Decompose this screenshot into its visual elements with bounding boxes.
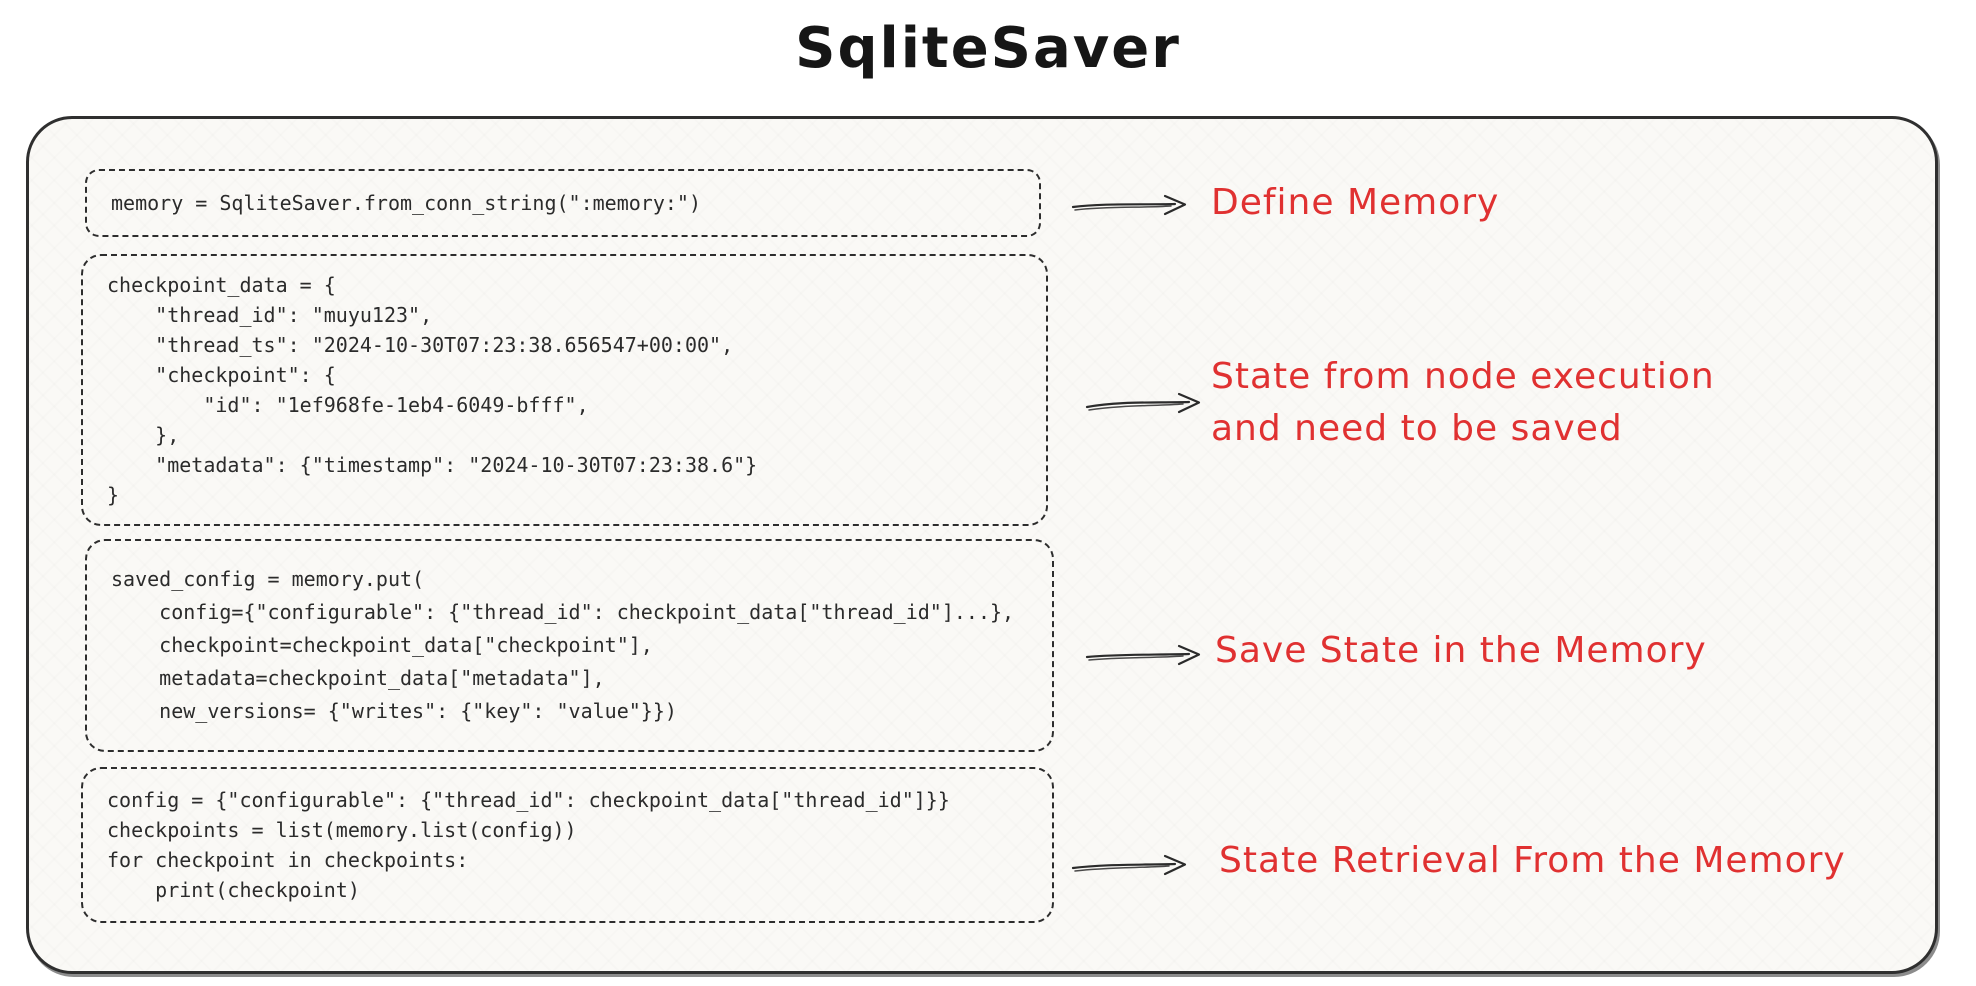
code-text-save-state: saved_config = memory.put( config={"conf… [111, 567, 1015, 723]
annotation-checkpoint-data: State from node execution and need to be… [1211, 356, 1715, 449]
diagram-title: SqliteSaver [795, 16, 1181, 81]
code-block-define-memory: memory = SqliteSaver.from_conn_string(":… [85, 169, 1041, 237]
arrow-right-icon [1071, 191, 1193, 219]
outer-frame: memory = SqliteSaver.from_conn_string(":… [26, 116, 1938, 974]
code-text-define-memory: memory = SqliteSaver.from_conn_string(":… [111, 191, 702, 215]
annotation-define-memory: Define Memory [1211, 182, 1500, 223]
arrow-right-icon [1085, 641, 1207, 669]
code-text-state-retrieval: config = {"configurable": {"thread_id": … [107, 788, 950, 902]
code-text-checkpoint-data: checkpoint_data = { "thread_id": "muyu12… [107, 273, 758, 507]
annotation-state-retrieval: State Retrieval From the Memory [1219, 840, 1846, 881]
arrow-right-icon [1071, 851, 1193, 879]
code-block-checkpoint-data: checkpoint_data = { "thread_id": "muyu12… [81, 254, 1048, 526]
code-block-state-retrieval: config = {"configurable": {"thread_id": … [81, 767, 1054, 923]
arrow-right-icon [1085, 389, 1207, 417]
annotation-save-state: Save State in the Memory [1215, 630, 1707, 671]
code-block-save-state: saved_config = memory.put( config={"conf… [85, 539, 1054, 752]
